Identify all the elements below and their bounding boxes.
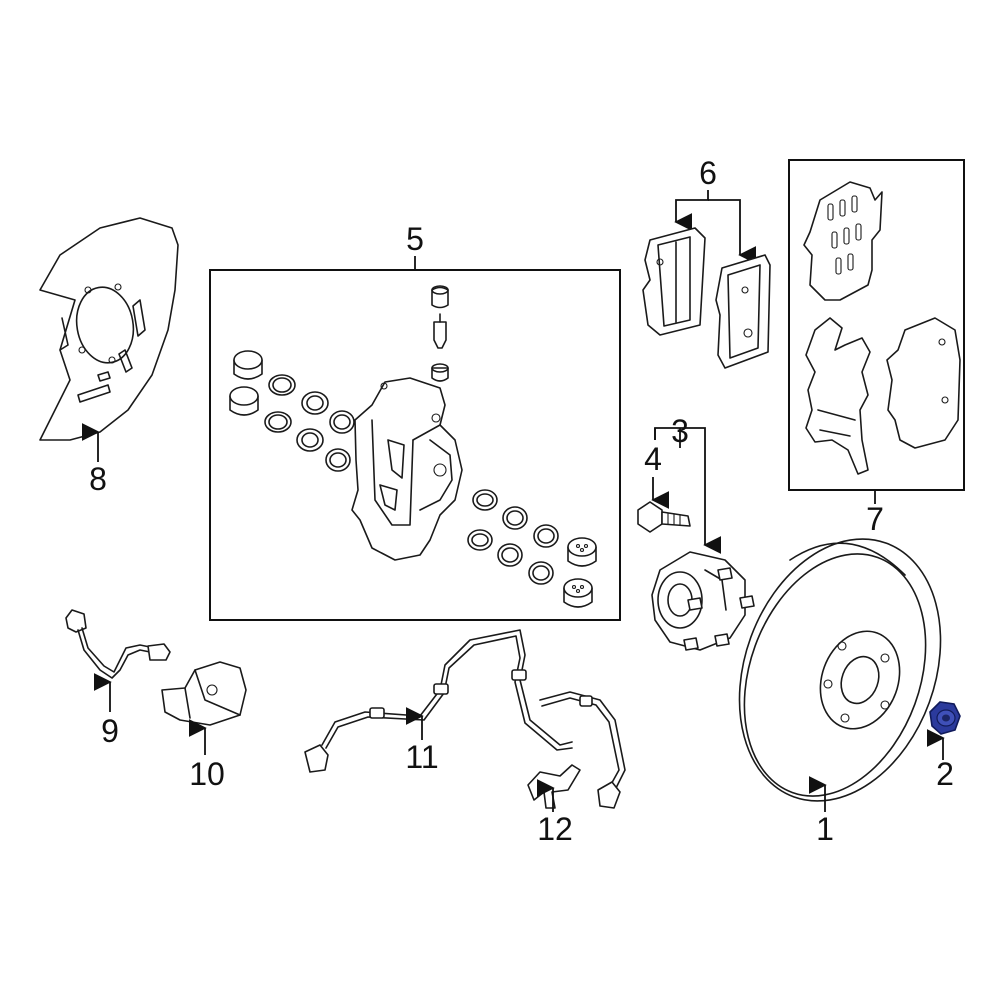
brake-hose-part[interactable] bbox=[65, 609, 171, 679]
callout-1: 1 bbox=[816, 811, 834, 847]
leader-3 bbox=[654, 427, 705, 545]
abs-sensor-wire-part[interactable] bbox=[304, 629, 626, 809]
callout-11: 11 bbox=[405, 739, 438, 775]
pad-shim-outer[interactable] bbox=[886, 317, 961, 449]
callout-7: 7 bbox=[866, 501, 884, 537]
callout-5: 5 bbox=[406, 221, 424, 257]
wheel-stud-part[interactable] bbox=[637, 501, 691, 533]
caliper-pistons-left[interactable] bbox=[229, 350, 355, 472]
leader-6b bbox=[708, 199, 757, 264]
callout-2: 2 bbox=[936, 756, 954, 792]
callout-4: 4 bbox=[644, 441, 662, 477]
wheel-lug-nut-part[interactable] bbox=[929, 701, 961, 735]
wheel-hub-part[interactable] bbox=[651, 551, 755, 651]
callout-10: 10 bbox=[189, 756, 225, 792]
brake-pad-outer[interactable] bbox=[715, 254, 771, 369]
dust-shield-part[interactable] bbox=[39, 217, 179, 441]
brake-pad-inner[interactable] bbox=[642, 227, 706, 336]
callout-8: 8 bbox=[89, 461, 107, 497]
hose-bracket-part[interactable] bbox=[161, 661, 247, 726]
callout-6: 6 bbox=[699, 155, 717, 191]
pad-clip[interactable] bbox=[805, 317, 871, 475]
caliper-pistons-right[interactable] bbox=[467, 489, 597, 608]
callout-9: 9 bbox=[101, 713, 119, 749]
hardware-kit-box bbox=[788, 159, 965, 491]
brake-rotor-part[interactable] bbox=[705, 511, 976, 830]
anti-squeal-shim[interactable] bbox=[803, 181, 883, 301]
sensor-clip-part[interactable] bbox=[527, 764, 581, 809]
callout-12: 12 bbox=[537, 811, 573, 847]
leader-6a bbox=[674, 190, 709, 231]
caliper-part[interactable] bbox=[351, 285, 463, 561]
